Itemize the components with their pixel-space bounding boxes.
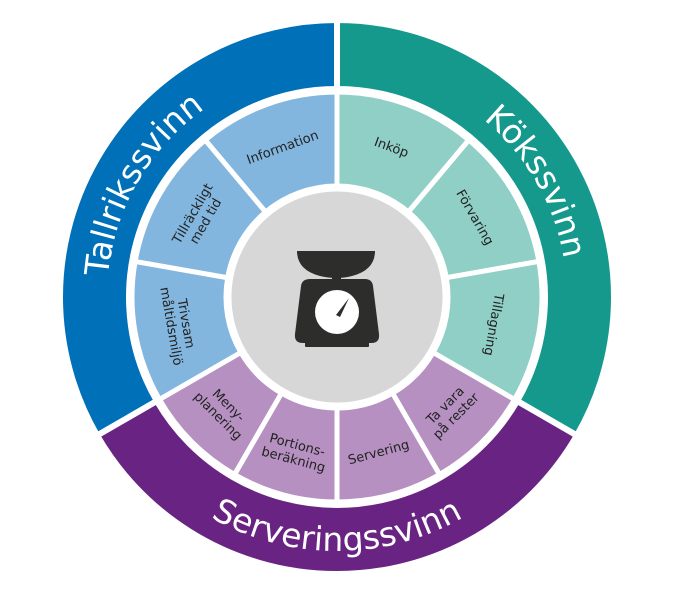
ring-sector-serveringssvinn [93,396,581,577]
scale-bowl [297,251,375,278]
ring-sector-tallrikssvinn [57,16,340,440]
scale-stem [332,274,341,282]
segment-serveringssvinn-3: Meny-planering [156,349,285,478]
scale-needle [336,298,349,317]
ring-sector-kokssvinn [334,16,617,440]
scale-dial [315,290,359,334]
kitchen-scale-icon [294,251,380,347]
segment-tallrikssvinn-0: Trivsammåltidsmiljö [129,258,245,403]
segment-tallrikssvinn-2: Information [201,89,340,216]
segment-serveringssvinn-2: Portions-beräkning [231,389,340,505]
segment-serveringssvinn-1: Servering [334,389,443,505]
scale-foot [305,341,369,347]
segment-shape [156,349,285,478]
